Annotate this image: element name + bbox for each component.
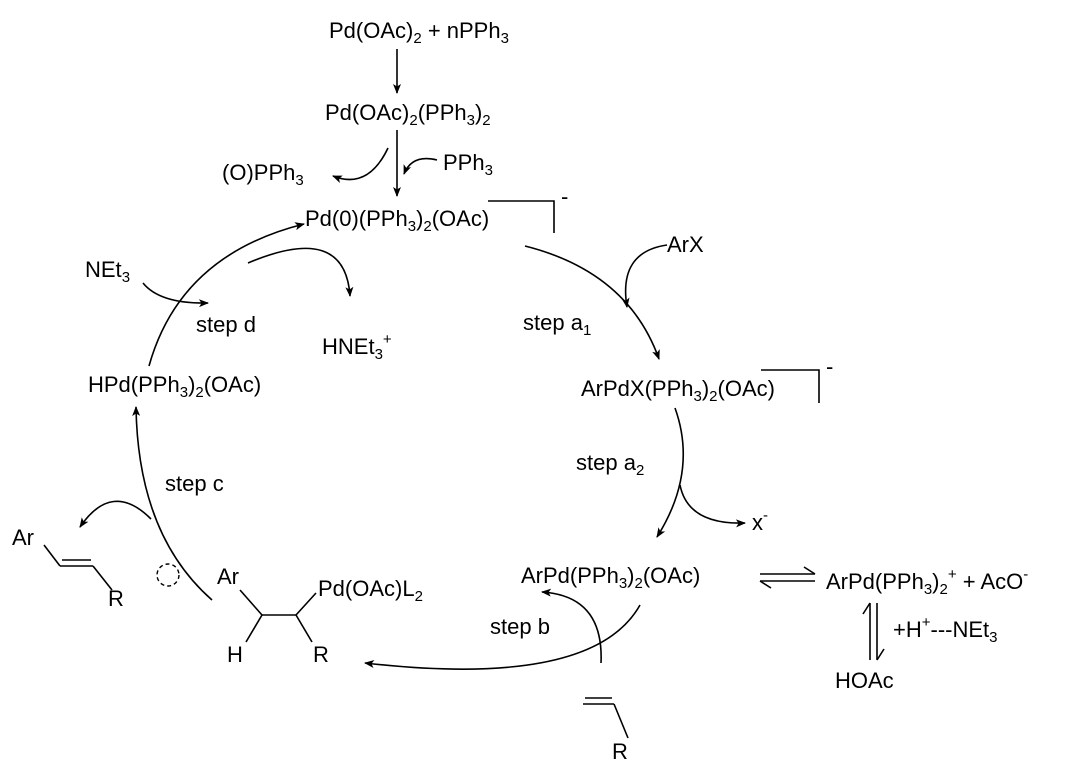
arx-reagent-label: ArX <box>667 232 704 257</box>
arrow-step-a1 <box>524 245 660 360</box>
arpd-neutral-complex-formula: ArPd(PPh3)2(OAc) <box>521 563 701 592</box>
cationic-complex-formula: ArPd(PPh3)2+ + AcO- <box>826 566 1029 598</box>
arrow-hnet3-release <box>247 247 354 297</box>
arrow-styrene-release <box>79 500 152 528</box>
alkyl-complex-pd: Pd(OAc)L2 <box>318 576 423 605</box>
hnet3-salt-label: HNEt3+ <box>322 331 392 363</box>
step-d-label: step d <box>196 312 256 337</box>
alkyl-complex-h: H <box>227 642 243 667</box>
active-catalyst-charge: - <box>561 184 569 209</box>
alkyl-complex-r: R <box>313 642 329 667</box>
step-a2-label: step a2 <box>576 450 645 479</box>
arrow-step-b <box>364 604 641 670</box>
alkene-reagent-skeleton <box>583 697 629 739</box>
alkyl-complex-ar: Ar <box>217 564 239 589</box>
arrow-step-c <box>132 406 213 601</box>
styrene-product-skeleton <box>43 544 113 591</box>
arrow-step-d <box>148 222 305 367</box>
precomplex-formula: Pd(OAc)2(PPh3)2 <box>325 100 491 129</box>
arrow-phosphine-oxide-release <box>332 147 389 184</box>
hydride-complex-formula: HPd(PPh3)2(OAc) <box>88 372 262 401</box>
anion-bracket-arpdx <box>761 369 820 403</box>
step-c-label: step c <box>165 471 224 496</box>
active-catalyst-formula: Pd(0)(PPh3)2(OAc) <box>305 206 490 235</box>
halide-anion-label: x- <box>752 507 768 535</box>
arrow-step-a2 <box>656 407 685 538</box>
alkyl-pd-skeleton <box>239 589 317 643</box>
anion-bracket-catalyst <box>488 200 555 233</box>
step-a1-label: step a1 <box>523 310 592 339</box>
acetic-acid-label: HOAc <box>835 668 894 693</box>
step-b-label: step b <box>490 614 550 639</box>
proton-transfer-label: +H+---NEt3 <box>893 614 998 646</box>
arrow-pph3-entry <box>403 157 438 175</box>
arrow-arx-entry <box>621 244 668 308</box>
styrene-product-r: R <box>108 586 124 611</box>
equilibrium-arrow-vertical <box>862 602 885 661</box>
phosphine-oxide-label: (O)PPh3 <box>222 160 304 189</box>
styrene-product-ar: Ar <box>12 525 34 550</box>
vacant-site-circle <box>156 563 180 587</box>
arrow-halide-release <box>679 484 746 528</box>
precursor-formula: Pd(OAc)2 + nPPh3 <box>329 18 509 47</box>
net3-base-label: NEt3 <box>85 257 131 286</box>
pph3-reductant-label: PPh3 <box>443 150 493 179</box>
arrow-net3-entry <box>142 282 209 308</box>
arpdx-complex-charge: - <box>826 354 834 379</box>
alkene-reagent-r-label: R <box>612 739 628 764</box>
equilibrium-arrow-horizontal <box>759 566 816 589</box>
arpdx-complex-formula: ArPdX(PPh3)2(OAc) <box>581 376 775 405</box>
arrow-alkene-entry <box>541 588 602 664</box>
